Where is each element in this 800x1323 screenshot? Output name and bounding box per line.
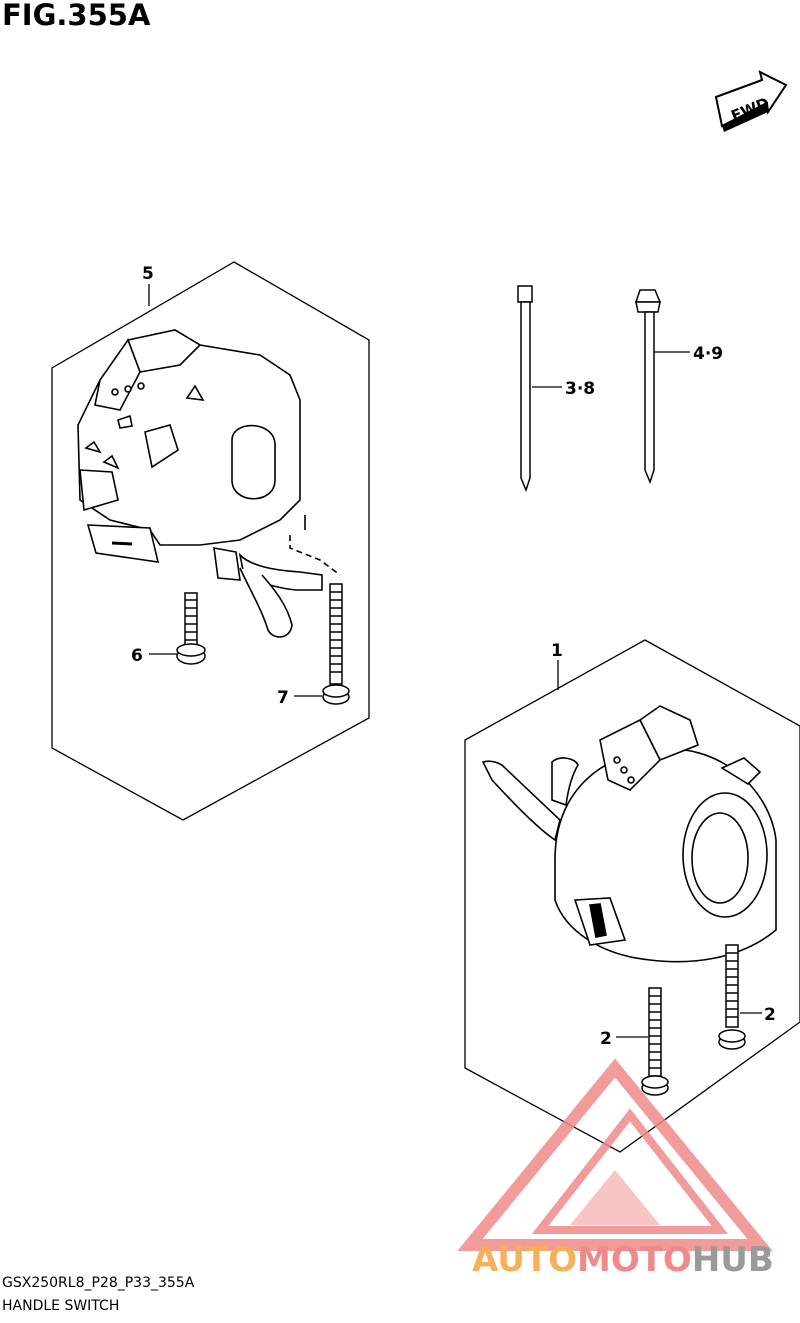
left-assembly-outline [51, 261, 370, 821]
callout-2b: 2 [764, 1005, 776, 1025]
callout-7: 7 [277, 688, 289, 708]
cable-tie-a [517, 285, 533, 493]
watermark-hub: HUB [692, 1240, 774, 1280]
callout-3-8: 3·8 [565, 379, 595, 399]
screw-2b [718, 944, 746, 1050]
screw-7 [322, 583, 350, 705]
callout-4-9: 4·9 [693, 344, 723, 364]
watermark-auto: AUTO [472, 1240, 577, 1280]
callout-1: 1 [551, 641, 563, 661]
callout-6: 6 [131, 646, 143, 666]
cable-tie-b [634, 289, 662, 485]
right-assembly-outline [464, 639, 800, 1153]
figure-title: FIG.355A [2, 0, 151, 32]
watermark-moto: MOTO [577, 1240, 692, 1280]
callout-2a: 2 [600, 1029, 612, 1049]
screw-2a [641, 987, 669, 1096]
watermark-text: AUTOMOTOHUB [472, 1240, 774, 1280]
left-handle-switch [77, 329, 341, 638]
fwd-arrow-icon: FWD [714, 70, 788, 132]
watermark-logo [457, 1058, 773, 1251]
leader-lines [148, 284, 762, 1038]
right-handle-switch [481, 705, 777, 963]
screw-6 [176, 592, 206, 665]
model-code: GSX250RL8_P28_P33_355A [2, 1275, 195, 1291]
callout-5: 5 [142, 264, 154, 284]
section-name: HANDLE SWITCH [2, 1298, 120, 1314]
